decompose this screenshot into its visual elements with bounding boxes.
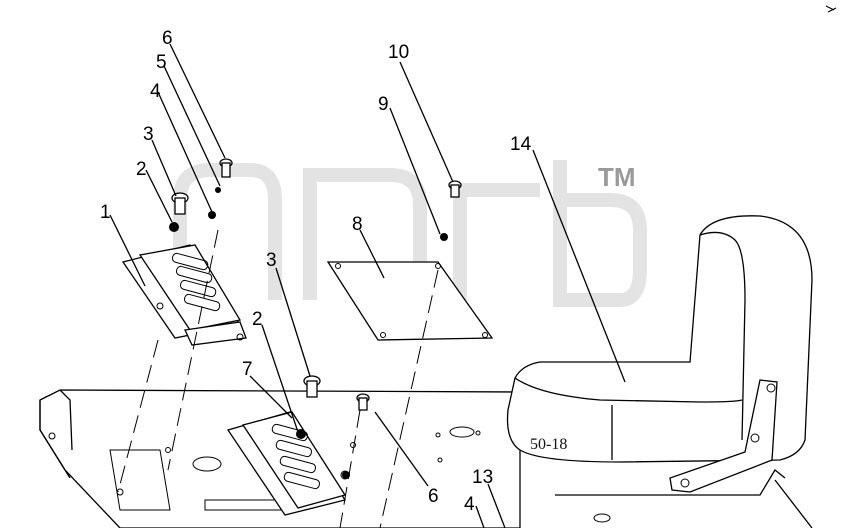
callout-14: 14 <box>510 134 532 155</box>
callout-7: 7 <box>242 359 253 380</box>
callout-labels: 6 5 4 3 2 1 10 9 8 3 2 7 14 6 13 4 <box>100 28 532 515</box>
callout-13: 13 <box>472 467 493 488</box>
figure-code: 50-18 <box>530 436 567 453</box>
callout-2-top: 2 <box>136 159 147 180</box>
corner-mark <box>825 5 837 13</box>
cover-plate <box>326 261 494 341</box>
watermark-tm: TM <box>598 162 636 192</box>
callout-6-bottom: 6 <box>428 486 439 507</box>
seat-slide-rail-upper <box>121 244 247 346</box>
callout-4-top: 4 <box>150 81 161 102</box>
fasteners <box>169 158 462 479</box>
leader-lines <box>109 43 626 528</box>
callout-10: 10 <box>388 42 409 63</box>
callout-6-top: 6 <box>162 28 173 49</box>
callout-1: 1 <box>100 202 111 223</box>
callout-2-mid: 2 <box>252 309 263 330</box>
seat-slide-rail-lower <box>226 411 347 516</box>
callout-8: 8 <box>352 214 363 235</box>
callout-3-top: 3 <box>143 124 154 145</box>
callout-9: 9 <box>378 94 389 115</box>
callout-3-mid: 3 <box>266 250 277 271</box>
callout-5: 5 <box>156 52 167 73</box>
callout-4-bottom: 4 <box>464 494 475 515</box>
operator-seat <box>506 215 813 528</box>
